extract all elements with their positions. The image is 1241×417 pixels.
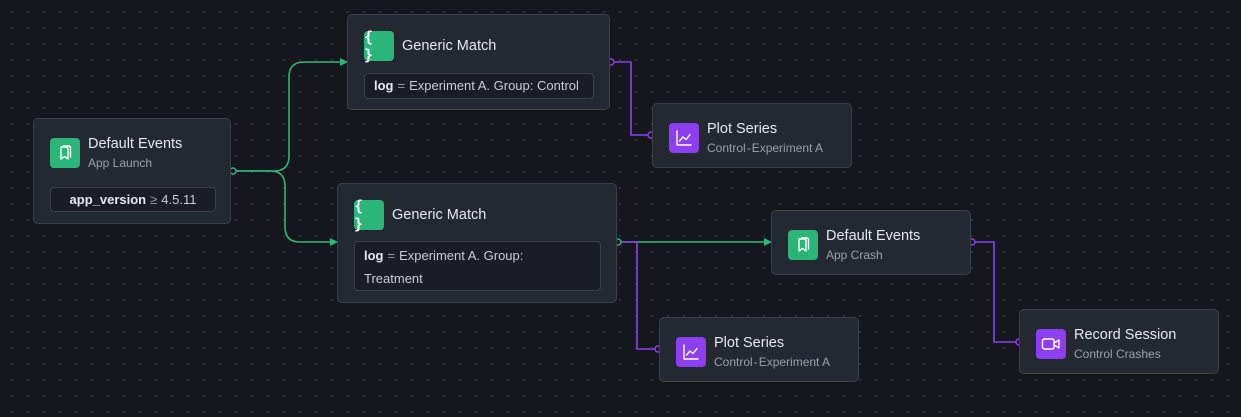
braces-icon: { } [364, 28, 394, 64]
node-subtitle: Control-Experiment A [707, 140, 823, 156]
node-title: Record Session [1074, 327, 1177, 343]
node-subtitle: Control Crashes [1074, 347, 1161, 361]
node-title: Plot Series [707, 121, 778, 137]
bookmark-icon [50, 138, 80, 168]
condition-value: Experiment A. Group: [399, 248, 524, 263]
node-generic-match-control[interactable]: { } Generic Match log=Experiment A. Grou… [347, 14, 610, 110]
node-default-events-app-crash[interactable]: Default Events App Crash [771, 210, 971, 275]
subtitle-left: Control [707, 141, 746, 155]
node-title: Plot Series [714, 335, 785, 351]
condition-operator: ≥ [150, 192, 158, 207]
subtitle-separator: - [753, 355, 758, 369]
node-subtitle: Control-Experiment A [714, 354, 830, 370]
condition-chip[interactable]: log=Experiment A. Group: Treatment [354, 241, 601, 291]
condition-chip[interactable]: app_version≥4.5.11 [50, 187, 216, 212]
condition-key: log [364, 248, 384, 263]
node-subtitle: App Launch [88, 156, 153, 170]
chart-line-icon [676, 337, 706, 367]
node-title: Default Events [88, 136, 183, 152]
subtitle-right: Experiment A [758, 355, 831, 369]
node-generic-match-treatment[interactable]: { } Generic Match log=Experiment A. Grou… [337, 183, 617, 303]
subtitle-left: Control [714, 355, 753, 369]
node-plot-series-treatment[interactable]: Plot Series Control-Experiment A [659, 317, 859, 382]
condition-chip[interactable]: log=Experiment A. Group: Control [364, 73, 594, 99]
edge-treatment-to-plot[interactable] [617, 241, 658, 350]
braces-icon: { } [354, 197, 384, 233]
edge-launch-to-control-match[interactable] [232, 58, 348, 172]
node-plot-series-control[interactable]: Plot Series Control-Experiment A [652, 103, 852, 168]
condition-key: log [374, 78, 394, 93]
condition-value: Experiment A. Group: Control [409, 78, 579, 93]
video-camera-icon [1036, 329, 1066, 359]
condition-operator: = [397, 78, 406, 93]
node-default-events-app-launch[interactable]: Default Events App Launch app_version≥4.… [33, 118, 231, 224]
edge-control-match-to-plot[interactable] [610, 61, 651, 136]
condition-key: app_version [69, 192, 147, 207]
subtitle-separator: - [746, 141, 751, 155]
bookmark-icon [788, 230, 818, 260]
chart-line-icon [669, 123, 699, 153]
node-record-session[interactable]: Record Session Control Crashes [1019, 309, 1219, 374]
edge-crash-to-record[interactable] [971, 241, 1019, 343]
subtitle-right: Experiment A [751, 141, 824, 155]
condition-value-continued: Treatment [364, 271, 423, 286]
condition-value: 4.5.11 [161, 192, 197, 207]
edge-launch-to-treatment-match[interactable] [232, 170, 338, 246]
node-title: Default Events [826, 228, 921, 244]
node-subtitle: App Crash [826, 248, 883, 262]
node-title: Generic Match [402, 38, 497, 54]
node-title: Generic Match [392, 207, 487, 223]
condition-operator: = [387, 248, 396, 263]
